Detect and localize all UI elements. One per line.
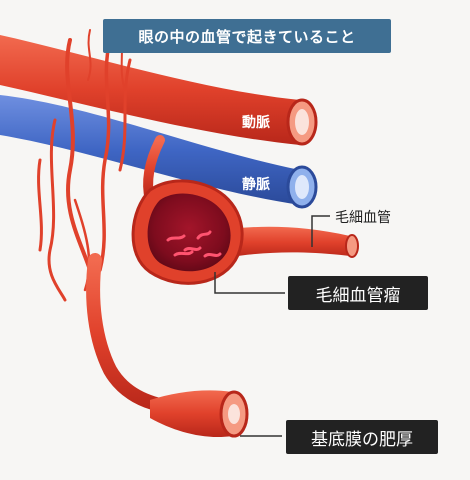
- blood-cells: [166, 230, 222, 258]
- artery-tube: [0, 35, 300, 145]
- capillary-label: 毛細血管: [335, 210, 391, 226]
- vein-tube: [0, 95, 300, 205]
- microaneurysm-label: 毛細血管瘤: [288, 276, 428, 310]
- vein-label: 静脈: [242, 177, 270, 193]
- capillary-tube: [220, 226, 350, 258]
- title-banner: 眼の中の血管で起きていること: [103, 19, 391, 53]
- thickened-tube: [150, 390, 232, 438]
- capillary-opening: [345, 234, 359, 258]
- artery-label: 動脈: [242, 115, 270, 131]
- leader-lines: [214, 215, 330, 437]
- basement-membrane-label: 基底膜の肥厚: [286, 420, 438, 454]
